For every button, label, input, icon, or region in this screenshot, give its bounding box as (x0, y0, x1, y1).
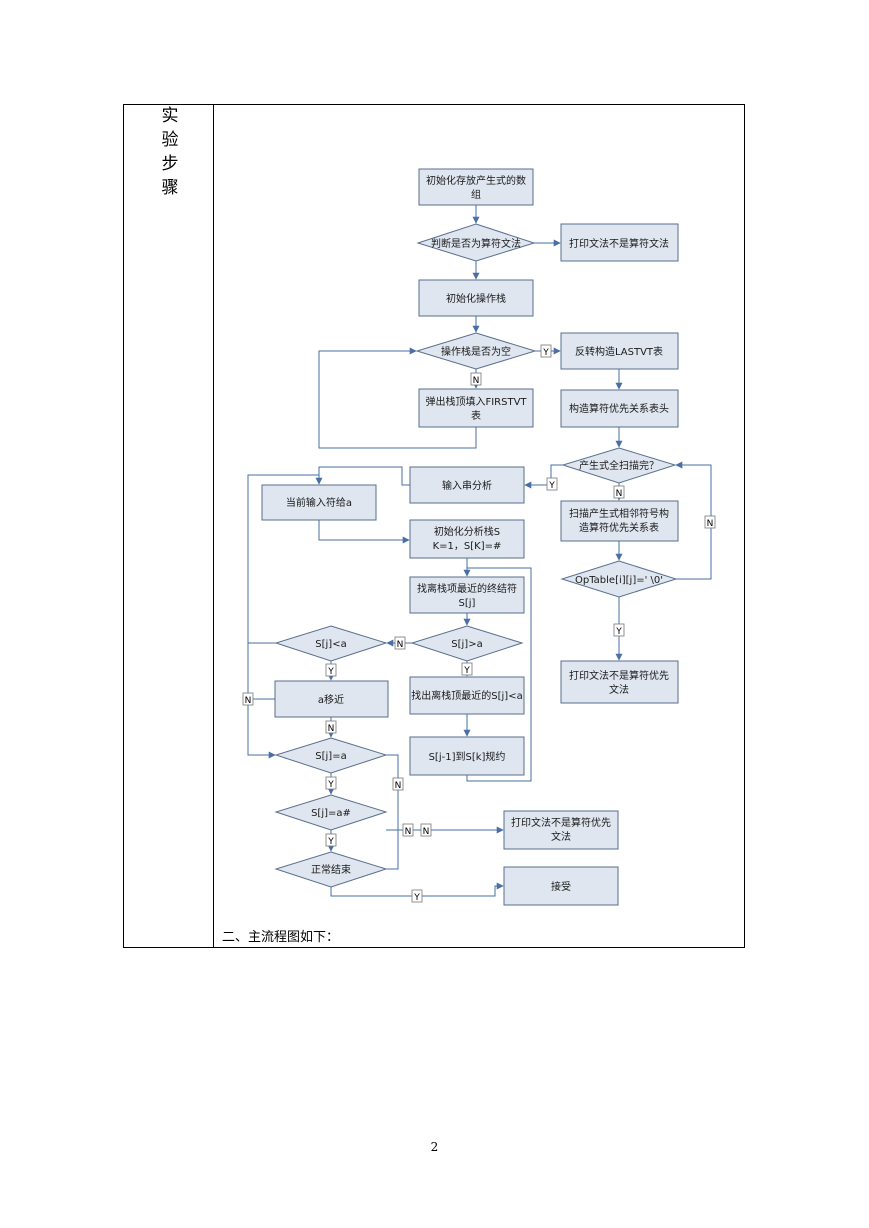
text-sj-gt-a: S[j]>a (451, 639, 482, 650)
text-current-to-a: 当前输入符给a (286, 496, 352, 509)
text-find-nearest-term-2: S[j] (459, 598, 476, 609)
text-init-stack: 初始化操作栈 (446, 292, 506, 305)
label-no-sj-lt-a: N (245, 696, 252, 706)
side-label-char-2: 验 (161, 130, 179, 150)
text-sj-eq-a-hash: S[j]=a# (311, 808, 351, 819)
side-label-char-4: 骤 (161, 178, 179, 198)
label-yes-sj-gt-a: Y (463, 666, 470, 676)
text-stack-empty: 操作栈是否为空 (441, 345, 511, 358)
text-check-op: 判断是否为算符文法 (431, 237, 521, 250)
text-init-array-2: 组 (471, 188, 481, 201)
box-current-to-a (261, 484, 377, 521)
text-build-prec-head: 构造算符优先关系表头 (569, 402, 669, 415)
text-init-array-1: 初始化存放产生式的数 (426, 174, 526, 187)
label-no-stack-empty: N (473, 376, 480, 386)
text-print-not-op: 打印文法不是算符文法 (569, 237, 669, 250)
label-no-1-sj-eq-a-hash: N (405, 827, 412, 837)
label-no-a-move: N (328, 724, 335, 734)
label-yes-sj-lt-a: Y (327, 667, 334, 677)
text-input-analyze: 输入串分析 (442, 479, 492, 492)
side-label-char-3: 步 (161, 154, 179, 174)
text-sj-eq-a: S[j]=a (315, 751, 346, 762)
text-print-not-prec-bottom-2: 文法 (551, 830, 571, 843)
box-scan-adjacent (560, 500, 679, 542)
caption-main-flow: 二、主流程图如下： (222, 930, 340, 945)
text-pop-firstvt-1: 弹出栈顶填入FIRSTVT (425, 395, 527, 408)
label-yes-sj-eq-a: Y (327, 780, 334, 790)
text-reduce: S[j-1]到S[k]规约 (429, 750, 506, 763)
text-prod-scanned: 产生式全扫描完？ (579, 459, 659, 472)
box-accept (503, 866, 619, 906)
text-a-move: a移近 (318, 693, 344, 706)
label-yes-normal-end: Y (413, 893, 420, 903)
side-label-char-1: 实 (161, 106, 179, 126)
text-scan-adjacent-1: 扫描产生式相邻符号构 (569, 507, 669, 520)
text-reverse-lastvt: 反转构造LASTVT表 (575, 345, 663, 358)
box-reverse-lastvt (560, 332, 679, 370)
label-no-sj-eq-a: N (395, 781, 402, 791)
steps-table (123, 104, 745, 948)
box-build-prec-head (560, 389, 679, 428)
text-find-nearest-sj: 找出离栈顶最近的S[j]<a (411, 689, 522, 702)
label-yes-stack-empty: Y (542, 348, 549, 358)
text-scan-adjacent-2: 造算符优先关系表 (579, 521, 659, 534)
text-print-not-prec-right-1: 打印文法不是算符优先 (569, 669, 669, 682)
box-init-stack (418, 279, 534, 317)
box-print-not-prec-bottom (503, 810, 619, 850)
text-print-not-prec-bottom-1: 打印文法不是算符优先 (511, 816, 611, 829)
label-yes-optable: Y (615, 627, 622, 637)
box-print-not-prec-right (560, 660, 679, 704)
box-pop-firstvt (418, 388, 534, 428)
text-sj-lt-a: S[j]<a (315, 639, 346, 650)
text-find-nearest-term-1: 找离栈项最近的终结符 (417, 582, 517, 595)
box-find-nearest-sj (409, 676, 525, 715)
text-print-not-prec-right-2: 文法 (609, 683, 629, 696)
box-print-not-op (560, 223, 679, 262)
label-no-sj-gt-a: N (397, 640, 404, 650)
text-normal-end: 正常结束 (311, 863, 351, 876)
text-init-analysis-2: K=1，S[K]=# (433, 541, 502, 552)
text-init-analysis-1: 初始化分析栈S (434, 525, 500, 538)
label-no-2-sj-eq-a-hash: N (423, 827, 430, 837)
box-find-nearest-term (409, 576, 525, 614)
label-no-prod-scanned: N (616, 489, 623, 499)
label-no-optable: N (707, 519, 714, 529)
label-yes-prod-scanned: Y (548, 481, 555, 491)
box-init-analysis (409, 519, 525, 559)
box-input-analyze (409, 466, 525, 504)
text-optable: OpTable[i][j]=' \0' (575, 575, 663, 586)
label-yes-sj-eq-a-hash: Y (327, 837, 334, 847)
table-divider (213, 104, 214, 948)
page-number: 2 (430, 1140, 439, 1154)
text-accept: 接受 (551, 880, 571, 893)
text-pop-firstvt-2: 表 (471, 409, 481, 422)
